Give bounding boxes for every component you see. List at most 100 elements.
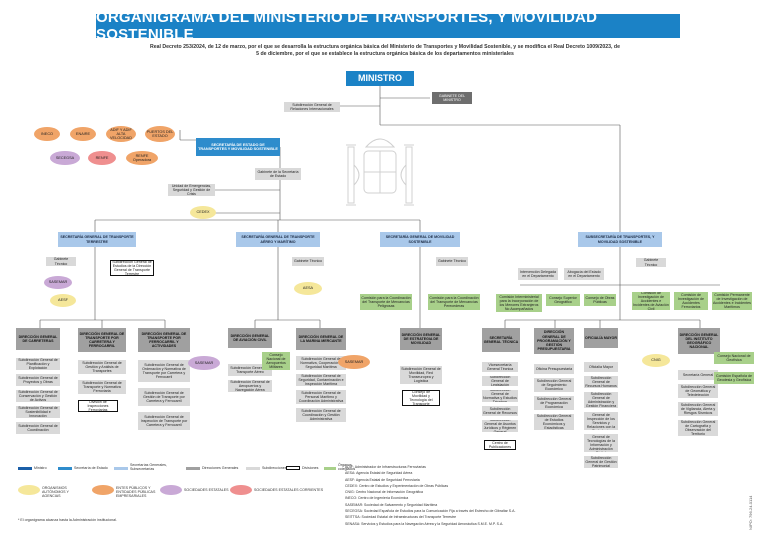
dg4-item-0: Subdirección General de Normativa, Coope… <box>296 356 346 370</box>
dg0-item-1: Subdirección General de Proyectos y Obra… <box>16 374 60 386</box>
oval-senasa: SASEMAR <box>188 356 220 370</box>
dg-programacion: DIRECCIÓN GENERAL DE PROGRAMACIÓN Y GEST… <box>534 328 574 354</box>
dg6-item-2: Subdirección General de Normativa y Estu… <box>482 390 518 402</box>
dg-ferrocarril: DIRECCIÓN GENERAL DE TRANSPORTE POR FERR… <box>138 328 190 352</box>
dg2-item-0: Subdirección General de Ordenación y Nor… <box>138 360 190 382</box>
dg6-item-1: Subdirección General de Legislación <box>482 376 518 386</box>
ign-green-1: Consejo Nacional de Geofísica <box>714 352 754 364</box>
legend-label-3: Direcciones Generales <box>202 466 239 470</box>
abbr-5: INECO: Centro de Ingeniería Económica <box>345 496 409 501</box>
oval-aesf: AESF <box>50 294 76 307</box>
oval-enaire: ENAIRE <box>70 127 96 141</box>
dg5-item-0: Subdirección General de Movilidad, Red T… <box>400 366 442 384</box>
legend-swatch-1 <box>58 467 72 470</box>
legend-swatch-0 <box>18 467 32 470</box>
abbr-2: AESF: Agencia Estatal de Seguridad Ferro… <box>345 477 420 482</box>
dg8-item-3: Subdirección General de Inspección de lo… <box>584 412 618 430</box>
legend-label-2: Secretarías Generales, Subsecretarías <box>130 463 167 472</box>
dg1-outline: División de Inspecciones Ferroviarias <box>78 400 118 412</box>
oval-ineco: INECO <box>34 127 60 141</box>
intervencion-box: Intervención Delegada en el Departamento <box>518 268 558 280</box>
legend-oval-label-2: SOCIEDADES ESTATALES <box>184 488 229 492</box>
dg0-item-3: Subdirección General de Sostenibilidad e… <box>16 406 60 418</box>
oval-cedex: CEDEX <box>190 206 216 219</box>
abbr-7: SECEGSA: Sociedad Española de Estudios p… <box>345 509 516 514</box>
sg-movilidad-box: SECRETARÍA GENERAL DE MOVILIDAD SOSTENIB… <box>380 232 460 247</box>
dg-marina: DIRECCIÓN GENERAL DE LA MARINA MERCANTE <box>296 328 346 350</box>
dg8-item-2: Subdirección General de Administración y… <box>584 392 618 408</box>
gabinete-tecnico-movilidad: Gabinete Técnico <box>436 257 468 266</box>
dg-carreteras: DIRECCIÓN GENERAL DE CARRETERAS <box>16 328 60 350</box>
sg-international-relations-box: Subdirección General de Relaciones Inter… <box>284 102 340 112</box>
dg2-item-2: Subdirección General de Inspección de Tr… <box>138 412 190 430</box>
oval-cnig: CNIG <box>642 354 670 367</box>
dg0-item-2: Subdirección General de Conservación y G… <box>16 390 60 402</box>
dg8-item-0: Oficialía Mayor <box>584 362 618 372</box>
oficialia-box: OFICIALÍA MAYOR <box>584 328 618 348</box>
legend-label-4: Subdirecciones <box>262 466 287 470</box>
nipo-code: NIPO: 796-24-0114 <box>748 495 753 530</box>
oval-puertos: PUERTOS DEL ESTADO <box>145 126 175 142</box>
legend-swatch-6 <box>324 467 336 470</box>
ign-green-2: Comisión Española de Geodesia y Geofísic… <box>714 372 754 384</box>
oval-renfe-operadora: RENFE Operadora <box>126 151 158 165</box>
mov-green-2: Comisión para la Coordinación del Transp… <box>428 294 480 310</box>
comision-2: Comisión de Investigación de Accidentes … <box>674 292 708 310</box>
terrestre-outline-box: Subdirección General de Estudios de la D… <box>110 260 154 276</box>
oval-seittsa: SASEMAR <box>44 276 72 289</box>
dg-estrategia: DIRECCIÓN GENERAL DE ESTRATEGIA DE MOVIL… <box>400 328 442 350</box>
sg-aereo-box: SECRETARÍA GENERAL DE TRANSPORTE AÉREO Y… <box>236 232 320 247</box>
page-title: ORGANIGRAMA DEL MINISTERIO DE TRANSPORTE… <box>96 9 680 43</box>
dg8-item-1: Subdirección General de Recursos Humanos <box>584 376 618 388</box>
dg6-item-4: Subdirección General de Asuntos Jurídico… <box>482 420 518 432</box>
dg6-item-0: Vicesecretaría General Técnica <box>482 362 518 372</box>
dg7-item-1: Subdirección General de Seguimiento Econ… <box>534 378 574 392</box>
page-subtitle: Real Decreto 253/2024, de 12 de marzo, p… <box>150 44 620 57</box>
abbr-3: CEDEX: Centro de Estudios y Experimentac… <box>345 483 449 488</box>
sg-terrestre-box: SECRETARÍA GENERAL DE TRANSPORTE TERREST… <box>58 232 136 247</box>
dg6-item-3: Subdirección General de Recursos <box>482 406 518 416</box>
subsec-green-1: Comisión Interministerial para la Incorp… <box>496 294 542 312</box>
gabinete-tecnico-aereo: Gabinete Técnico <box>292 257 324 266</box>
abbreviations-list: ADIF: Administrador de Infraestructuras … <box>345 464 585 527</box>
oval-sasemar: SASEMAR <box>338 355 370 369</box>
oval-renfe: RENFE <box>88 151 116 165</box>
dg3-item-1: Subdirección General de Aeropuertos y Na… <box>228 380 272 392</box>
legend-oval-label-1: ENTES PÚBLICOS Y ENTIDADES PÚBLICAS EMPR… <box>116 486 156 499</box>
dg9-item-2: Subdirección General de Vigilancia, Aler… <box>678 402 718 416</box>
legend-label-1: Secretaría de Estado <box>74 466 108 470</box>
dg4-item-2: Subdirección General de Personal Marítim… <box>296 390 346 404</box>
dg-ign: DIRECCIÓN GENERAL DEL INSTITUTO GEOGRÁFI… <box>678 328 720 354</box>
dg0-item-0: Subdirección General de Planificación y … <box>16 358 60 370</box>
footnote: * El organigrama alcanza hasta la Admini… <box>18 518 117 522</box>
gabinete-tecnico-terrestre: Gabinete Técnico <box>46 257 76 266</box>
dg9-item-1: Subdirección General de Geomática y Tele… <box>678 384 718 398</box>
abbr-1: AESA: Agencia Estatal de Seguridad Aérea <box>345 471 413 476</box>
legend-swatch-2 <box>114 467 128 470</box>
legend-swatch-4 <box>246 467 260 470</box>
aereo-green: Consejo Nacional de Aeropuertos Militare… <box>262 352 290 370</box>
abbr-4: CNIG: Centro Nacional de Información Geo… <box>345 490 424 495</box>
dg3-item-0: Subdirección General de Transporte Aéreo <box>228 364 272 376</box>
dg2-item-1: Subdirección General de Gestión de Trans… <box>138 388 190 406</box>
legend-oval-3 <box>230 485 252 495</box>
mov-green-1: Comisión para la Coordinación del Transp… <box>360 294 412 310</box>
dg9-item-3: Subdirección General de Cartografía y Ob… <box>678 420 718 436</box>
dg7-item-3: Subdirección General de Estudios Económi… <box>534 414 574 430</box>
dg9-item-0: Secretaría General <box>678 370 718 380</box>
abbr-8: SEITTSA: Sociedad Estatal de Infraestruc… <box>345 515 457 520</box>
dg1-item-1: Subdirección General de Transporte y Nor… <box>78 380 126 394</box>
abogacia-box: Abogacía del Estado en el Departamento <box>564 268 604 280</box>
minister-box: MINISTRO <box>346 71 414 86</box>
dg1-item-0: Subdirección General de Gestión y Anális… <box>78 360 126 374</box>
legend-oval-1 <box>92 485 114 495</box>
legend-swatch-3 <box>186 467 200 470</box>
comision-3: Comisión Permanente de Investigación de … <box>712 292 752 310</box>
dg8-item-4: Subdirección General de Tecnologías de l… <box>584 434 618 452</box>
dg0-item-4: Subdirección General de Coordinación <box>16 422 60 434</box>
subsec-green-3: Consejo de Obras Públicas <box>584 294 616 306</box>
comision-1: Comisión de Investigación de Accidentes … <box>632 292 670 310</box>
dg4-item-1: Subdirección General de Seguridad, Conta… <box>296 374 346 386</box>
dg-transp-carretera: DIRECCIÓN GENERAL DE TRANSPORTE POR CARR… <box>78 328 126 352</box>
